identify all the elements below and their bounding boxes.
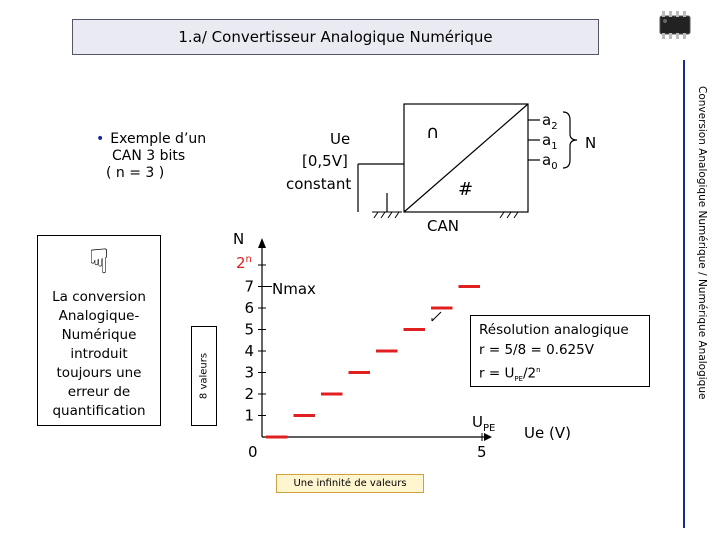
page-title: 1.a/ Convertisseur Analogique Numérique <box>72 19 599 55</box>
note-line: erreur de <box>67 384 131 400</box>
example-bullet: • Exemple d’un CAN 3 bits ( n = 3 ) <box>96 131 206 182</box>
y-tick-label: 3 <box>244 364 254 382</box>
bullet-line-2: CAN 3 bits <box>112 148 186 164</box>
y-axis-arrow <box>258 238 266 248</box>
y-tick-label: 4 <box>244 342 254 360</box>
digital-symbol: # <box>458 179 474 200</box>
can-label: CAN <box>427 217 459 235</box>
chart-ylabel: N <box>233 230 245 248</box>
resolution-line-1: r = 5/8 = 0.625V <box>479 342 594 358</box>
output-a1: a1 <box>542 131 558 152</box>
input-label-range: [0,5V] <box>302 152 348 170</box>
chip-icon <box>659 11 691 39</box>
y-tick-label: 5 <box>244 321 254 339</box>
infinite-values-text: Une infinité de valeurs <box>293 478 407 489</box>
x-tick-label: 0 <box>248 443 258 461</box>
y-tick-label: 6 <box>244 299 254 317</box>
analog-symbol: ∩ <box>426 122 440 143</box>
output-a2: a2 <box>542 111 558 132</box>
y-tick-label: 7 <box>244 278 254 296</box>
can-diagonal <box>403 103 529 213</box>
resolution-leader <box>431 311 442 322</box>
bullet-dot: • <box>96 131 105 147</box>
infinite-values-label: Une infinité de valeurs <box>276 474 424 493</box>
note-line: La conversion <box>52 289 146 305</box>
can-block-diagram <box>357 103 578 218</box>
resolution-box: Résolution analogique r = 5/8 = 0.625V r… <box>470 315 650 387</box>
output-brace <box>562 111 578 169</box>
chart-xlabel: Ue (V) <box>524 424 571 442</box>
bullet-line-3: ( n = 3 ) <box>106 165 165 181</box>
y-tick-label: 2 <box>244 385 254 403</box>
chart-ylabel-top: 2n <box>236 254 252 272</box>
output-a0: a0 <box>542 151 558 172</box>
bullet-line-1: Exemple d’un <box>110 131 207 147</box>
chart-x-mark-label: UPE <box>472 413 496 434</box>
side-title: Conversion Analogique Numérique / Numéri… <box>696 86 708 400</box>
resolution-line-2: r = UPE/2n <box>479 365 541 384</box>
resolution-title: Résolution analogique <box>479 322 629 338</box>
side-divider <box>683 60 685 528</box>
input-label-constant: constant <box>286 175 352 193</box>
x-axis-arrow <box>484 433 492 441</box>
input-label-ue: Ue <box>330 130 351 148</box>
page-title-text: 1.a/ Convertisseur Analogique Numérique <box>178 28 493 46</box>
note-line: introduit <box>70 346 128 362</box>
x-tick-label: 5 <box>477 443 487 461</box>
y-tick-label: 1 <box>244 407 254 425</box>
output-group-label: N <box>585 134 597 152</box>
pointing-hand-icon: ☟ <box>88 242 110 282</box>
output-ground-icon <box>498 211 524 218</box>
note-line: Numérique <box>61 327 137 343</box>
count-label-box: 8 valeurs <box>191 326 217 426</box>
note-line: quantification <box>52 403 146 419</box>
note-line: Analogique- <box>58 308 140 324</box>
chart-nmax-label: Nmax <box>272 280 316 298</box>
note-line: toujours une <box>56 365 142 381</box>
